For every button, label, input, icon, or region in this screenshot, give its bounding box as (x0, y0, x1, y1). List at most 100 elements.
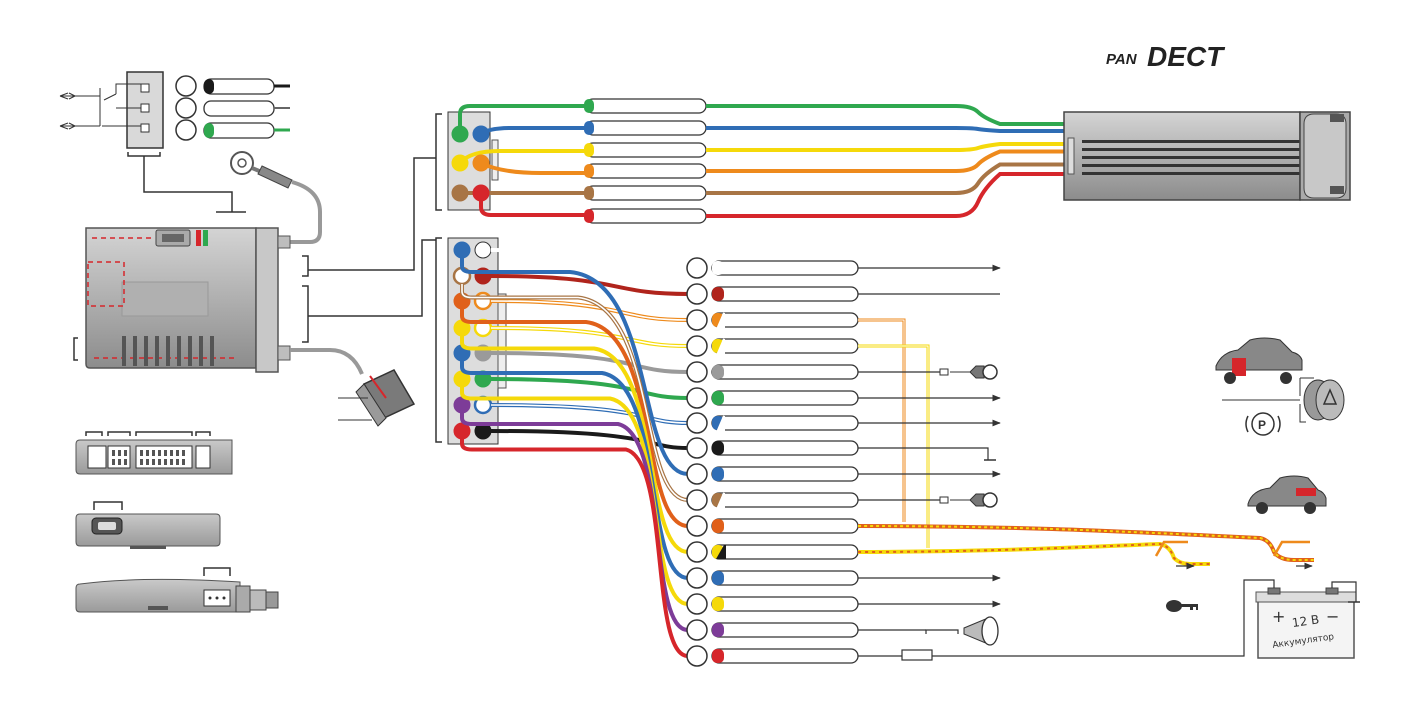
top-wire-sleeve-color (584, 164, 594, 178)
wire-sleeve (712, 649, 858, 663)
wire-ring (687, 258, 707, 278)
relay-block (60, 72, 290, 212)
top-wire-sleeve (586, 99, 706, 113)
wire-sleeve (712, 519, 858, 533)
wire-ring (687, 620, 707, 640)
top-wire-out-green (706, 106, 1064, 124)
sleeve-tip (712, 571, 724, 585)
wire-ring (687, 542, 707, 562)
main-wire-orange-white (491, 301, 688, 320)
logo-main: DECT (1147, 41, 1226, 72)
twist-drop-yellow-stripe (858, 346, 928, 548)
sleeve-tip (712, 441, 724, 455)
sleeve-tip (712, 649, 724, 663)
top-wire-sleeve-color (584, 121, 594, 135)
unit-side-view-1 (76, 432, 232, 474)
door-switch-icon (950, 366, 984, 378)
wire-ring (687, 362, 707, 382)
sleeve-tip (712, 287, 724, 301)
wire-sleeve (712, 261, 858, 275)
fuse (902, 650, 932, 660)
top-pin-yellow (452, 155, 468, 171)
wire-sleeve (712, 571, 858, 585)
wire-ring (687, 388, 707, 408)
wire-ring (687, 568, 707, 588)
wire-sleeve (712, 545, 858, 559)
twist-drop-yellow (858, 346, 928, 548)
sleeve-tip (712, 365, 724, 379)
main-pin-white (475, 242, 491, 258)
door-switch-cap (983, 365, 997, 379)
wire-ring (687, 516, 707, 536)
wire-ring (687, 646, 707, 666)
wire-sleeve (712, 391, 858, 405)
wire-sleeve (712, 493, 858, 507)
battery-plus: + (1272, 607, 1285, 626)
top-wire-out-orange (706, 152, 1064, 172)
sleeve-tip (712, 597, 724, 611)
wire-ring (687, 438, 707, 458)
ground-line (858, 448, 988, 460)
wire-sleeve (712, 441, 858, 455)
sensor-module (290, 350, 414, 426)
top-wire-out-yellow (706, 144, 1064, 150)
main-connector (436, 238, 506, 444)
top-wire-sleeve-color (584, 209, 594, 223)
wire-ring (687, 310, 707, 330)
sleeve-tip (712, 467, 724, 481)
top-wire-sleeve (586, 186, 706, 200)
top-pin-orange (473, 155, 489, 171)
wire-sleeve (712, 365, 858, 379)
wire-ring (687, 284, 707, 304)
twist-drop-orange (858, 320, 904, 522)
top-pin-brown (452, 185, 468, 201)
top-wire-sleeve-color (584, 99, 594, 113)
wire-sleeve (712, 287, 858, 301)
wire-terminations (858, 268, 1244, 656)
parking-brake-icon: P (1246, 413, 1280, 435)
top-pin-blue (473, 126, 489, 142)
battery: + − 12 В Аккумулятор (1244, 580, 1360, 658)
top-wire-sleeve (586, 121, 706, 135)
twist-end-orange-2 (1274, 542, 1310, 556)
wire-sleeve (712, 623, 858, 637)
logo-prefix: PAN (1106, 51, 1138, 68)
hood-switch (1222, 378, 1344, 422)
main-wire-white (491, 250, 688, 268)
siren (926, 617, 998, 645)
main-pin-blue (454, 242, 470, 258)
sleeve-tip (712, 623, 724, 637)
main-wires (462, 250, 858, 666)
sleeve-tip (712, 391, 724, 405)
sleeve-tip (712, 519, 724, 533)
wire-ring (687, 464, 707, 484)
unit-side-view-3 (76, 568, 278, 612)
sensor-connector (940, 497, 948, 503)
wire-ring (687, 413, 707, 433)
top-wire-out-brown (706, 165, 1064, 194)
wire-sleeve (712, 467, 858, 481)
unit-side-view-2 (76, 502, 220, 549)
door-switch-icon (950, 494, 984, 506)
wire-ring (687, 594, 707, 614)
wire-sleeve (712, 416, 858, 430)
top-wire-sleeve-color (584, 143, 594, 157)
door-switch-cap (983, 493, 997, 507)
can-module (1064, 112, 1350, 200)
top-wire-sleeve (586, 164, 706, 178)
main-wire-gray (491, 353, 688, 372)
wire-sleeve (712, 313, 858, 327)
main-pin-orange-white (475, 293, 491, 309)
wire-ring (687, 490, 707, 510)
wire-sleeve (712, 597, 858, 611)
wire-ring (687, 336, 707, 356)
top-pin-red (473, 185, 489, 201)
key-icon (1166, 600, 1198, 612)
car-icon-hood (1248, 476, 1326, 514)
top-wires (452, 99, 1064, 223)
twist-orange-run-pattern (858, 526, 1314, 560)
control-unit (74, 158, 436, 372)
top-wire-sleeve (586, 209, 706, 223)
main-wire-stripe (491, 405, 688, 423)
